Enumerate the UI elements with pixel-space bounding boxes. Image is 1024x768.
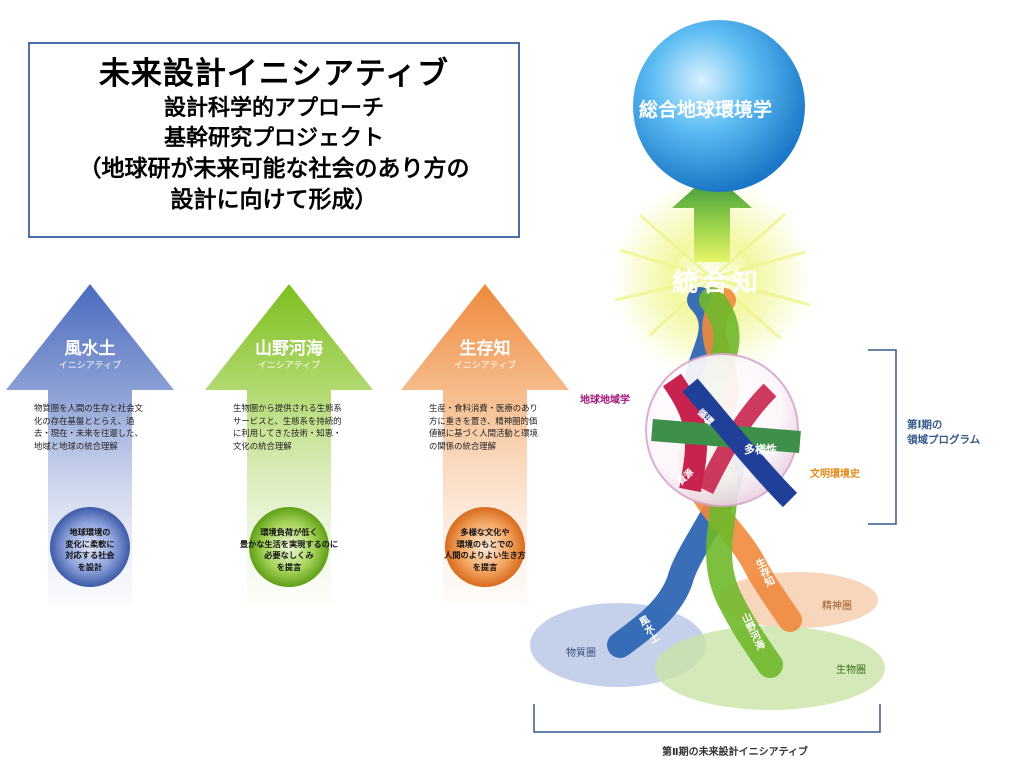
- goal-line: 必要なしくみ: [264, 550, 314, 560]
- initiative-goal: 環境負荷が低く 豊かな生活を実現するのに 必要なしくみ を提言: [221, 527, 357, 573]
- initiative-goal: 多様な文化や 環境のもとでの 人間のよりよい生き方 を提言: [417, 527, 553, 573]
- goal-line: 人間のよりよい生き方: [444, 550, 526, 560]
- upward-arrow-icon: [672, 172, 752, 262]
- sphere-label: 総合地球環境学: [639, 99, 773, 121]
- title-subtitle-note-line1: （地球研が未来可能な社会のあり方の: [78, 156, 470, 182]
- initiative-subtitle: イニシアティブ: [58, 361, 122, 371]
- strand-orange-seizonchi: [678, 288, 802, 632]
- title-subtitle-approach: 設計科学的アプローチ: [163, 96, 384, 121]
- initiative-goal: 地球環境の 変化に柔軟に 対応する社会 を設計: [22, 527, 158, 573]
- initiative-description: 物質圏を人間の生存と社会文化の存在基盤ととらえ、過去・現在・未来を往還した、地域…: [34, 403, 143, 451]
- initiative-title: 風水土: [64, 339, 116, 359]
- ring-label-chikyu-chiikigaku: 地球地域学: [580, 395, 630, 406]
- goal-line: 地球環境の: [69, 527, 111, 537]
- ellipse-label-seishinken: 精神圏: [822, 601, 852, 612]
- initiative-title: 生存知: [459, 339, 511, 359]
- arrow-shape-green-icon: [205, 284, 373, 604]
- goal-line: を提言: [472, 561, 498, 572]
- strand-label-fuusuido: 風水土: [635, 614, 660, 646]
- domain-program-ball: [645, 353, 799, 507]
- initiative-subtitle: イニシアティブ: [453, 361, 517, 371]
- goal-line: 対応する社会: [65, 550, 115, 560]
- goal-line: 環境のもとでの: [456, 538, 514, 549]
- strand-label-seizonchi: 生存知: [752, 557, 775, 589]
- initiative-title: 山野河海: [255, 339, 323, 359]
- arrow-shape-blue-icon: [6, 284, 174, 604]
- phase2-bracket: [533, 704, 881, 733]
- title-subtitle-project: 基幹研究プロジェクト: [163, 126, 384, 151]
- ellipse-label-busshitsuken: 物質圏: [566, 648, 596, 659]
- band-label-resource: 資源: [676, 467, 696, 488]
- integrated-knowledge-label: 統合知: [672, 268, 763, 298]
- goal-line: 多様な文化や: [460, 527, 510, 537]
- initiative-description: 生産・食料消費・医療のあり方に重きを置き、精神圏的価値観に基づく人間活動と環境の…: [429, 403, 538, 451]
- ring-label-bunmei-kankyoshi: 文明環境史: [810, 469, 860, 480]
- goal-line: を設計: [77, 561, 103, 572]
- strand-blue-fuusuido: [607, 287, 746, 658]
- band-label-cycle: 循環: [695, 407, 715, 428]
- diversity-band: [651, 419, 801, 453]
- goal-line: 環境負荷が低く: [260, 527, 318, 537]
- goal-line: を提言: [276, 561, 302, 572]
- phase2-label: 第Ⅱ期の未来設計イニシアティブ: [662, 747, 808, 758]
- phase1-label-line1: 第Ⅰ期の: [907, 419, 943, 431]
- initiative-description: 生物圏から提供される生態系サービスと、生態系を持続的に利用してきた技術・知恵・文…: [233, 403, 342, 451]
- initiative-arrow-sanyakakai: 山野河海 イニシアティブ 生物圏から提供される生態系サービスと、生態系を持続的に…: [205, 284, 373, 604]
- ellipse-label-seibutsuken: 生物圏: [836, 665, 866, 676]
- page-title: 未来設計イニシアティブ: [98, 56, 450, 92]
- phase1-label-line2: 領域プログラム: [907, 434, 981, 446]
- strand-green-sanyakakai: [687, 287, 783, 678]
- band-label-diversity: 多様性: [744, 443, 777, 456]
- title-box: 未来設計イニシアティブ 設計科学的アプローチ 基幹研究プロジェクト （地球研が未…: [28, 42, 520, 238]
- phase1-label: 第Ⅰ期の 領域プログラム: [907, 418, 980, 448]
- arrow-shape-orange-icon: [401, 284, 569, 604]
- goal-line: 変化に柔軟に: [65, 538, 115, 549]
- goal-line: 豊かな生活を実現するのに: [239, 538, 339, 549]
- ellipse-busshitsuken: [530, 603, 706, 687]
- strand-label-sanyakakai: 山野河海: [738, 611, 765, 653]
- initiative-subtitle: イニシアティブ: [257, 361, 321, 371]
- initiative-arrow-seizonchi: 生存知 イニシアティブ 生産・食料消費・医療のあり方に重きを置き、精神圏的価値観…: [401, 284, 569, 604]
- title-subtitle-note-line2: 設計に向けて形成）: [170, 187, 378, 213]
- initiative-arrow-fuusuido: 風水土 イニシアティブ 物質圏を人間の生存と社会文化の存在基盤ととらえ、過去・現…: [6, 284, 174, 604]
- phase1-bracket: [868, 349, 897, 525]
